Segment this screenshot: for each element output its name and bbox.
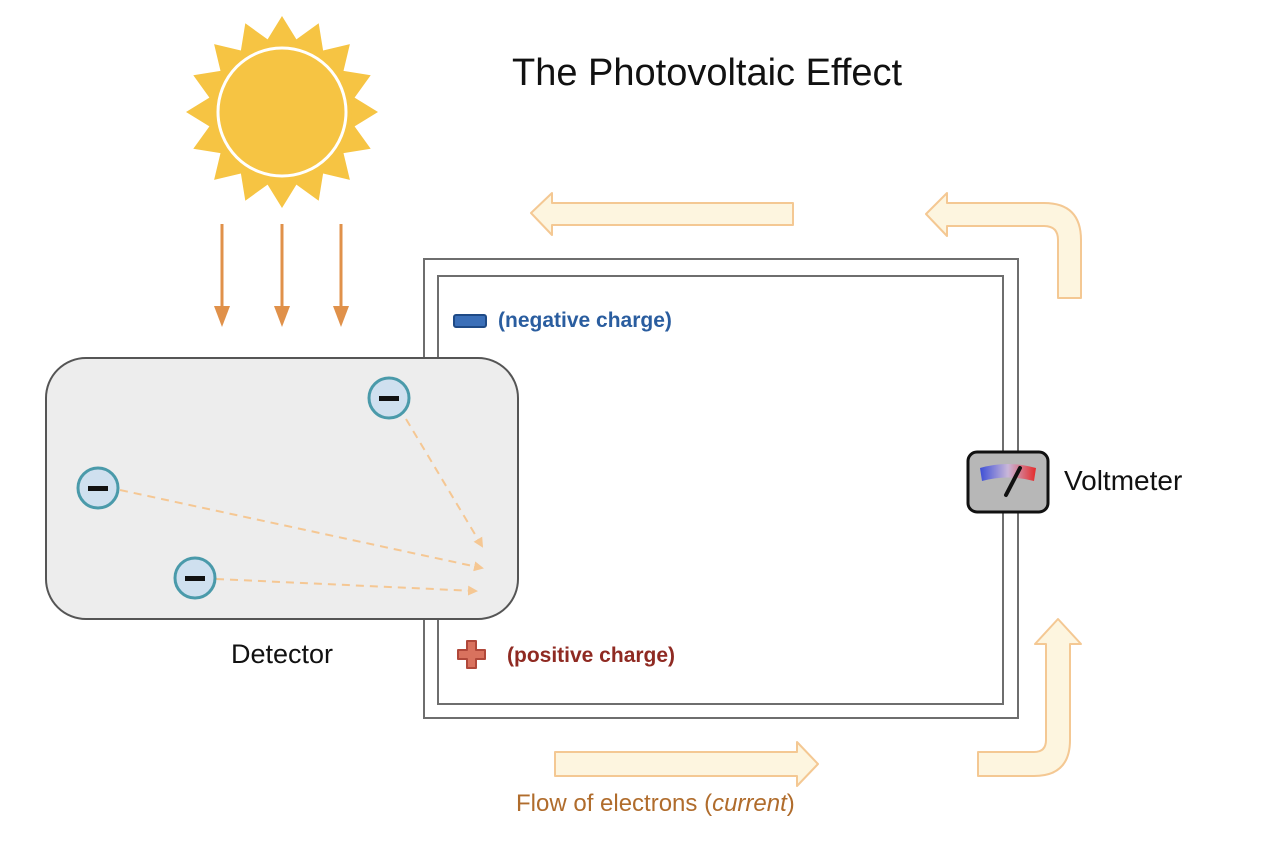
electron-paths bbox=[119, 418, 484, 596]
current-flow-label-emphasis: current bbox=[712, 790, 787, 817]
arrow-icon bbox=[554, 741, 819, 787]
electron-icon bbox=[76, 466, 120, 510]
light-ray-arrow bbox=[274, 224, 290, 327]
positive-charge-label: (positive charge) bbox=[507, 644, 676, 667]
electron-path bbox=[405, 418, 484, 548]
current-flow-arrows bbox=[530, 192, 1082, 787]
arrow-icon bbox=[977, 618, 1082, 777]
minus-icon bbox=[379, 396, 399, 401]
sun-icon bbox=[186, 16, 378, 208]
electron-path bbox=[119, 489, 484, 572]
voltmeter-icon bbox=[966, 450, 1050, 514]
minus-icon bbox=[88, 486, 108, 491]
arrow-icon bbox=[530, 192, 794, 236]
light-rays bbox=[214, 224, 349, 327]
detector-label: Detector bbox=[231, 639, 334, 669]
electron-icon bbox=[173, 556, 217, 600]
negative-charge-icon bbox=[453, 314, 487, 328]
light-ray-arrow bbox=[333, 224, 349, 327]
page-title: The Photovoltaic Effect bbox=[512, 52, 903, 94]
voltmeter-label: Voltmeter bbox=[1064, 465, 1183, 496]
detector-panel bbox=[45, 357, 519, 620]
electron-icon bbox=[367, 376, 411, 420]
minus-icon bbox=[185, 576, 205, 581]
arrow-icon bbox=[925, 192, 1082, 299]
current-flow-label-suffix: ) bbox=[786, 790, 795, 817]
current-flow-label: Flow of electrons (current) bbox=[516, 790, 795, 818]
current-flow-label-prefix: Flow of electrons ( bbox=[516, 790, 713, 817]
negative-charge-label: (negative charge) bbox=[498, 309, 672, 332]
electron-path bbox=[215, 578, 478, 596]
light-ray-arrow bbox=[214, 224, 230, 327]
positive-charge-icon bbox=[457, 640, 486, 669]
